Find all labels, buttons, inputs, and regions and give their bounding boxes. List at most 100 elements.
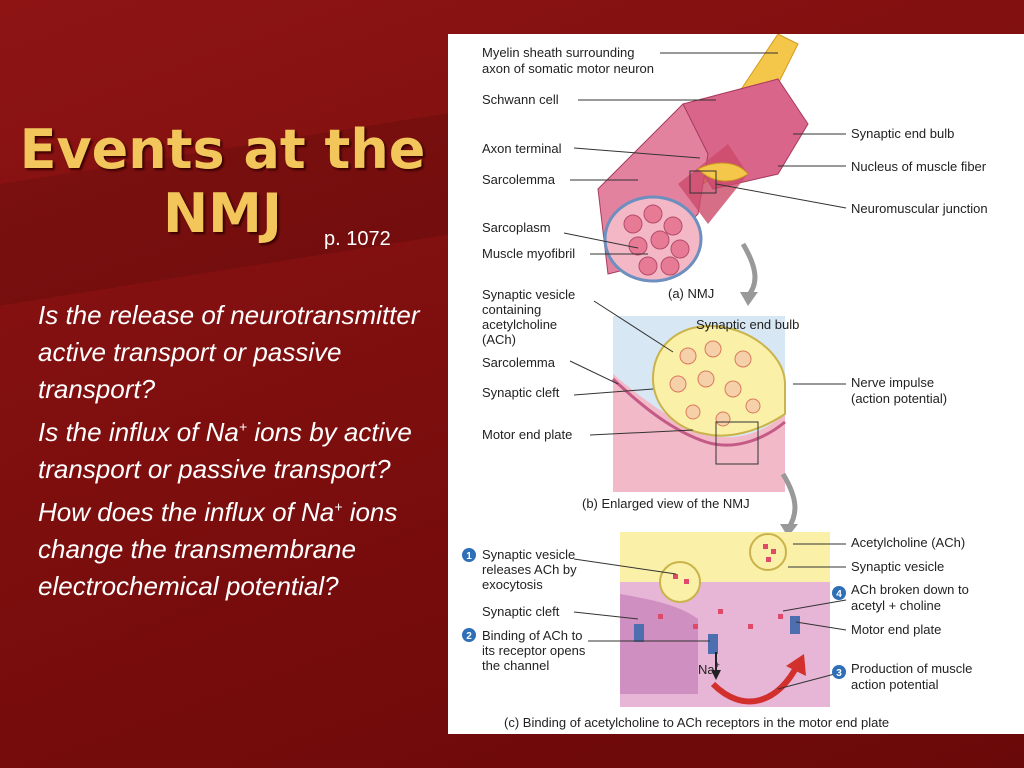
label-vesicle-b-1: Synaptic vesicle	[482, 287, 575, 302]
svg-text:(ACh): (ACh)	[482, 332, 516, 347]
svg-text:Schwann cell: Schwann cell	[482, 92, 559, 107]
svg-text:Synaptic cleft: Synaptic cleft	[482, 604, 560, 619]
label-myelin-2: axon of somatic motor neuron	[482, 61, 654, 76]
question-2: Is the influx of Na+ ions by active tran…	[38, 414, 438, 488]
question-1: Is the release of neurotransmitter activ…	[38, 297, 438, 408]
svg-text:Myelin sheath surrounding: Myelin sheath surrounding	[482, 45, 634, 60]
question-3-sup: +	[334, 498, 343, 515]
question-3-text-end: ions change the transmembrane electroche…	[38, 497, 398, 601]
svg-text:action potential: action potential	[851, 677, 939, 692]
title-line-2: NMJ	[162, 182, 283, 245]
label-motor-end-plate-c: Motor end plate	[851, 622, 941, 637]
label-step4-1: ACh broken down to	[851, 582, 969, 597]
label-axon-terminal: Axon terminal	[482, 141, 562, 156]
question-1-text: Is the release of neurotransmitter activ…	[38, 300, 420, 404]
label-synaptic-cleft-c: Synaptic cleft	[482, 604, 560, 619]
svg-text:(c) Binding of acetylcholine t: (c) Binding of acetylcholine to ACh rece…	[504, 715, 889, 730]
svg-text:Na+: Na+	[698, 660, 720, 677]
svg-text:its receptor opens: its receptor opens	[482, 643, 586, 658]
svg-text:Synaptic vesicle: Synaptic vesicle	[482, 287, 575, 302]
nmj-illustration: Myelin sheath surrounding axon of somati…	[462, 34, 988, 730]
label-step3-2: action potential	[851, 677, 939, 692]
label-synaptic-end-bulb-a: Synaptic end bulb	[851, 126, 954, 141]
svg-text:Synaptic vesicle: Synaptic vesicle	[482, 547, 575, 562]
svg-text:containing: containing	[482, 302, 541, 317]
label-step4-2: acetyl + choline	[851, 598, 941, 613]
question-2-text: Is the influx of Na	[38, 417, 239, 447]
badge-2: 2	[466, 631, 472, 642]
label-vesicle-b-3: acetylcholine	[482, 317, 557, 332]
svg-text:Synaptic cleft: Synaptic cleft	[482, 385, 560, 400]
label-schwann-cell: Schwann cell	[482, 92, 559, 107]
label-acetylcholine: Acetylcholine (ACh)	[851, 535, 965, 550]
svg-text:acetylcholine: acetylcholine	[482, 317, 557, 332]
label-na-sup: +	[715, 660, 720, 670]
caption-panel-a: (a) NMJ	[668, 286, 714, 301]
svg-text:Axon terminal: Axon terminal	[482, 141, 562, 156]
svg-text:the channel: the channel	[482, 658, 549, 673]
panel-b-leaders	[569, 300, 846, 436]
svg-text:Synaptic end bulb: Synaptic end bulb	[696, 317, 799, 332]
svg-text:ACh broken down to: ACh broken down to	[851, 582, 969, 597]
label-vesicle-b-2: containing	[482, 302, 541, 317]
svg-text:Nucleus of muscle fiber: Nucleus of muscle fiber	[851, 159, 987, 174]
question-3-text: How does the influx of Na	[38, 497, 335, 527]
svg-text:3: 3	[836, 668, 842, 679]
panel-c-leaders	[573, 543, 847, 690]
svg-text:Sarcolemma: Sarcolemma	[482, 355, 556, 370]
question-3: How does the influx of Na+ ions change t…	[38, 494, 438, 605]
label-step2-1: Binding of ACh to	[482, 628, 582, 643]
svg-text:acetyl + choline: acetyl + choline	[851, 598, 941, 613]
svg-text:(b) Enlarged view of the NMJ: (b) Enlarged view of the NMJ	[582, 496, 750, 511]
svg-text:4: 4	[836, 589, 842, 600]
label-motor-end-plate-b: Motor end plate	[482, 427, 572, 442]
label-sarcoplasm: Sarcoplasm	[482, 220, 551, 235]
label-step1-3: exocytosis	[482, 577, 543, 592]
label-synaptic-vesicle-c: Synaptic vesicle	[851, 559, 944, 574]
caption-panel-b: (b) Enlarged view of the NMJ	[582, 496, 750, 511]
svg-text:axon of somatic motor neuron: axon of somatic motor neuron	[482, 61, 654, 76]
nmj-figure: Myelin sheath surrounding axon of somati…	[448, 34, 1024, 734]
label-neuromuscular-junction: Neuromuscular junction	[851, 201, 988, 216]
svg-text:Synaptic end bulb: Synaptic end bulb	[851, 126, 954, 141]
label-sarcolemma-b: Sarcolemma	[482, 355, 556, 370]
svg-text:Muscle myofibril: Muscle myofibril	[482, 246, 575, 261]
svg-text:releases ACh by: releases ACh by	[482, 562, 577, 577]
panel-b-drawing	[611, 316, 798, 537]
svg-text:Sarcoplasm: Sarcoplasm	[482, 220, 551, 235]
label-vesicle-b-4: (ACh)	[482, 332, 516, 347]
label-step1-1: Synaptic vesicle	[482, 547, 575, 562]
svg-text:Binding of ACh to: Binding of ACh to	[482, 628, 582, 643]
label-nucleus-muscle-fiber: Nucleus of muscle fiber	[851, 159, 987, 174]
question-list: Is the release of neurotransmitter activ…	[38, 297, 438, 605]
badge-4: 4	[836, 589, 842, 600]
svg-text:exocytosis: exocytosis	[482, 577, 543, 592]
label-nerve-impulse-2: (action potential)	[851, 391, 947, 406]
question-2-sup: +	[238, 418, 248, 435]
panel-a-leaders	[563, 52, 847, 255]
badge-1: 1	[466, 551, 472, 562]
step-badges	[462, 548, 846, 679]
label-synaptic-cleft-b: Synaptic cleft	[482, 385, 560, 400]
svg-text:(action potential): (action potential)	[851, 391, 947, 406]
slide-title: Events at the NMJ	[0, 118, 445, 246]
label-step3-1: Production of muscle	[851, 661, 972, 676]
question-2-text-end: ions by active transport or passive tran…	[38, 417, 412, 484]
panel-a-drawing	[597, 34, 809, 306]
svg-text:1: 1	[466, 551, 472, 562]
svg-text:Motor end plate: Motor end plate	[851, 622, 941, 637]
title-line-1: Events at the	[19, 118, 426, 181]
label-nerve-impulse-1: Nerve impulse	[851, 375, 934, 390]
svg-text:(a) NMJ: (a) NMJ	[668, 286, 714, 301]
label-myelin-1: Myelin sheath surrounding	[482, 45, 634, 60]
svg-text:2: 2	[466, 631, 472, 642]
label-step2-2: its receptor opens	[482, 643, 586, 658]
svg-text:Neuromuscular junction: Neuromuscular junction	[851, 201, 988, 216]
svg-text:Acetylcholine (ACh): Acetylcholine (ACh)	[851, 535, 965, 550]
caption-panel-c: (c) Binding of acetylcholine to ACh rece…	[504, 715, 889, 730]
svg-text:Sarcolemma: Sarcolemma	[482, 172, 556, 187]
svg-text:Nerve impulse: Nerve impulse	[851, 375, 934, 390]
page-reference: p. 1072	[324, 228, 391, 250]
panel-c-drawing	[620, 532, 830, 707]
